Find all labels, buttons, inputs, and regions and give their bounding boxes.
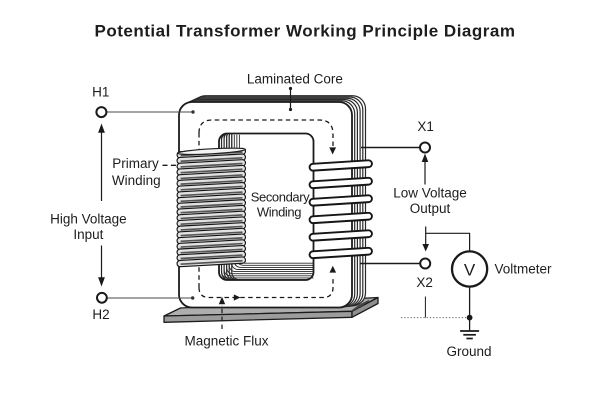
svg-text:Primary: Primary — [112, 156, 159, 171]
svg-text:X2: X2 — [416, 275, 433, 290]
svg-text:Output: Output — [410, 201, 451, 216]
svg-text:V: V — [464, 261, 476, 280]
svg-text:Winding: Winding — [112, 173, 161, 188]
svg-text:Low Voltage: Low Voltage — [393, 185, 467, 200]
svg-text:Secondary: Secondary — [251, 190, 310, 205]
svg-text:H1: H1 — [92, 84, 109, 99]
svg-text:Laminated Core: Laminated Core — [247, 71, 343, 86]
svg-text:Winding: Winding — [257, 204, 301, 219]
svg-text:X1: X1 — [417, 119, 434, 134]
svg-text:Voltmeter: Voltmeter — [495, 262, 553, 277]
svg-text:Ground: Ground — [446, 344, 491, 359]
svg-text:Magnetic Flux: Magnetic Flux — [184, 334, 268, 349]
svg-text:High Voltage: High Voltage — [50, 211, 127, 226]
svg-text:H2: H2 — [92, 307, 109, 322]
svg-text:Input: Input — [73, 227, 103, 242]
svg-text:Potential Transformer Working: Potential Transformer Working Principle … — [95, 22, 516, 41]
